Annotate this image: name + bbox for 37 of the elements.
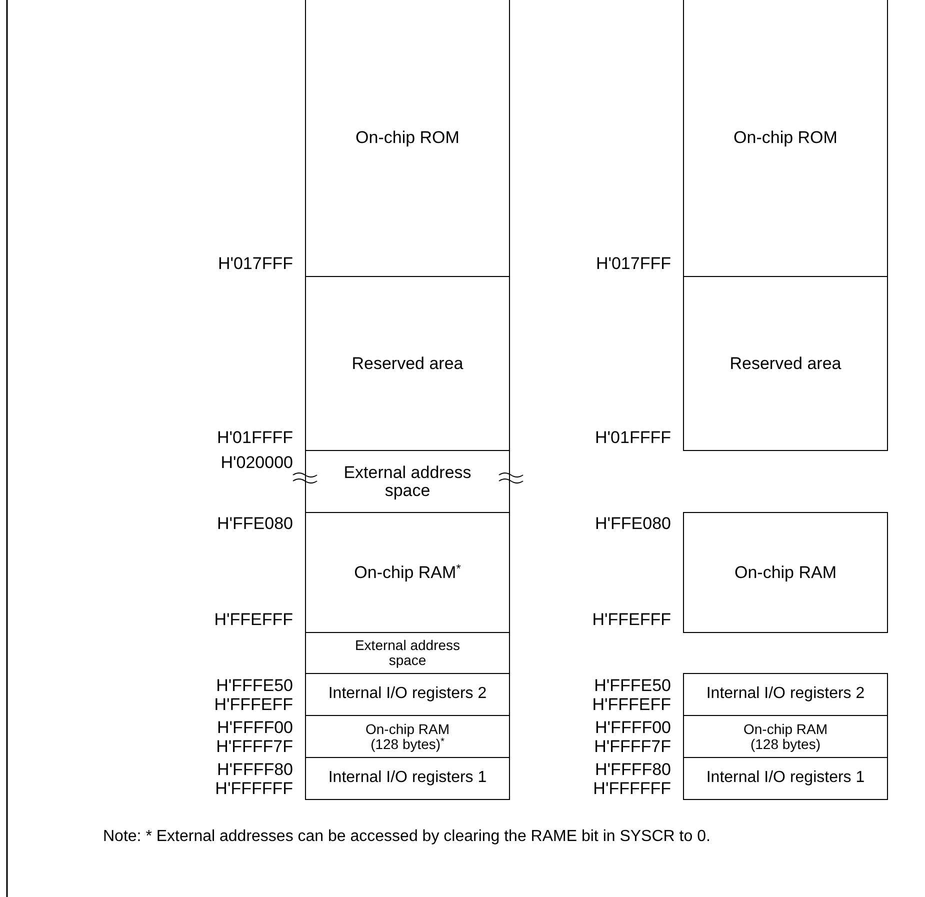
address-label: H'FFEFFF: [592, 611, 671, 628]
block-label: External address space: [342, 464, 472, 500]
block-label: On-chip RAM: [734, 564, 837, 582]
block-label: Reserved area: [352, 354, 464, 372]
block-label: Internal I/O registers 2: [706, 686, 865, 703]
block-label: On-chip ROM: [356, 128, 460, 146]
address-label: H'020000: [220, 454, 293, 471]
address-label: H'FFFF00: [217, 719, 293, 736]
block-label: On-chip RAM (128 bytes)$^{*}$: [364, 722, 451, 752]
block-label: External address space: [354, 638, 462, 668]
footnote: Note: * External addresses can be accessed by clearing the RAME bit in SYSCR to 0.: [103, 828, 710, 846]
address-label: H'FFEFFF: [214, 611, 293, 628]
block-label: Internal I/O registers 1: [328, 770, 487, 787]
block-label: Reserved area: [730, 354, 842, 372]
address-label: H'FFFEFF: [214, 696, 293, 713]
block-label: On-chip RAM$^{*}$: [354, 564, 461, 582]
address-label: H'FFFEFF: [592, 696, 671, 713]
block-label: Internal I/O registers 1: [706, 770, 865, 787]
address-label: H'01FFFF: [595, 429, 671, 446]
address-label: H'FFE080: [595, 515, 671, 532]
address-label: H'FFFF7F: [594, 738, 671, 755]
address-label: H'017FFF: [596, 255, 671, 272]
address-label: H'017FFF: [218, 255, 293, 272]
block-label: On-chip RAM (128 bytes): [742, 722, 829, 752]
memory-block: [305, 632, 510, 674]
address-label: H'FFFFFF: [593, 780, 671, 797]
address-label: H'FFFF80: [595, 761, 671, 778]
address-label: H'FFFE50: [594, 677, 671, 694]
address-label: H'FFFF80: [217, 761, 293, 778]
block-label: On-chip ROM: [734, 128, 838, 146]
block-label: Internal I/O registers 2: [328, 686, 487, 703]
address-label: H'FFFF7F: [216, 738, 293, 755]
address-label: H'FFFE50: [216, 677, 293, 694]
address-label: H'FFFFFF: [215, 780, 293, 797]
address-label: H'01FFFF: [217, 429, 293, 446]
address-label: H'FFFF00: [595, 719, 671, 736]
address-label: H'FFE080: [217, 515, 293, 532]
